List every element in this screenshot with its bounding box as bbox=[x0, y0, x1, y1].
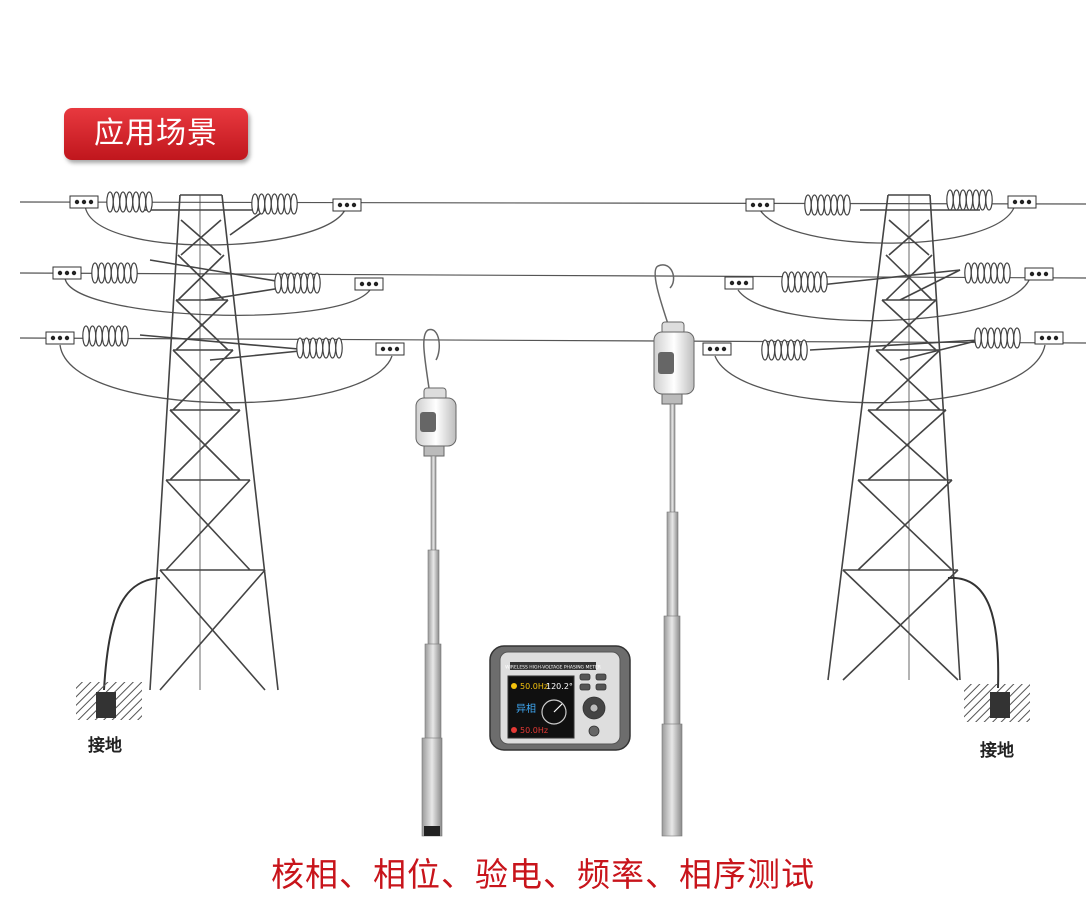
line-clamp bbox=[354, 277, 384, 291]
scene-title-badge: 应用场景 bbox=[64, 108, 248, 160]
insulator bbox=[82, 325, 129, 347]
insulator bbox=[964, 262, 1011, 284]
ground-left bbox=[76, 577, 161, 720]
insulator-strings bbox=[82, 189, 1021, 361]
phase-line-bottom bbox=[19, 337, 1086, 344]
ground-label-right: 接地 bbox=[980, 741, 1014, 761]
line-clamp bbox=[724, 276, 754, 290]
line-clamp bbox=[375, 342, 405, 356]
insulator bbox=[804, 194, 851, 216]
insulator bbox=[296, 337, 343, 359]
device-angle: 120.2° bbox=[546, 682, 573, 691]
insulator bbox=[251, 193, 298, 215]
phasing-meter-device: WIRELESS HIGH-VOLTAGE PHASING METER 50.0… bbox=[489, 645, 631, 751]
line-clamp bbox=[45, 331, 75, 345]
device-freq-top: 50.0Hz bbox=[520, 682, 548, 691]
line-clamp bbox=[1007, 195, 1037, 209]
insulator bbox=[106, 191, 153, 213]
insulator bbox=[946, 189, 993, 211]
line-clamps bbox=[45, 195, 1064, 356]
phase-line-top bbox=[19, 201, 1086, 205]
transmission-tower-left bbox=[139, 194, 311, 691]
line-clamp bbox=[69, 195, 99, 209]
device-freq-bottom: 50.0Hz bbox=[520, 726, 548, 735]
phasing-probe-right bbox=[653, 264, 695, 837]
transmission-tower-right bbox=[809, 194, 981, 681]
line-clamp bbox=[52, 266, 82, 280]
insulator bbox=[91, 262, 138, 284]
line-clamp bbox=[332, 198, 362, 212]
line-clamp bbox=[745, 198, 775, 212]
device-header-text: WIRELESS HIGH-VOLTAGE PHASING METER bbox=[505, 665, 601, 671]
insulator bbox=[974, 327, 1021, 349]
device-status: 异相 bbox=[516, 702, 536, 715]
jumper-loops bbox=[59, 204, 1046, 404]
diagram-caption: 核相、相位、验电、频率、相序测试 bbox=[271, 855, 815, 894]
line-clamp bbox=[1034, 331, 1064, 345]
line-clamp bbox=[702, 342, 732, 356]
phasing-probe-left bbox=[415, 328, 457, 837]
insulator bbox=[781, 271, 828, 293]
insulator bbox=[761, 339, 808, 361]
ground-right bbox=[947, 576, 1030, 722]
device-keypad bbox=[579, 673, 607, 737]
line-clamp bbox=[1024, 267, 1054, 281]
insulator bbox=[274, 272, 321, 294]
ground-label-left: 接地 bbox=[88, 736, 122, 756]
